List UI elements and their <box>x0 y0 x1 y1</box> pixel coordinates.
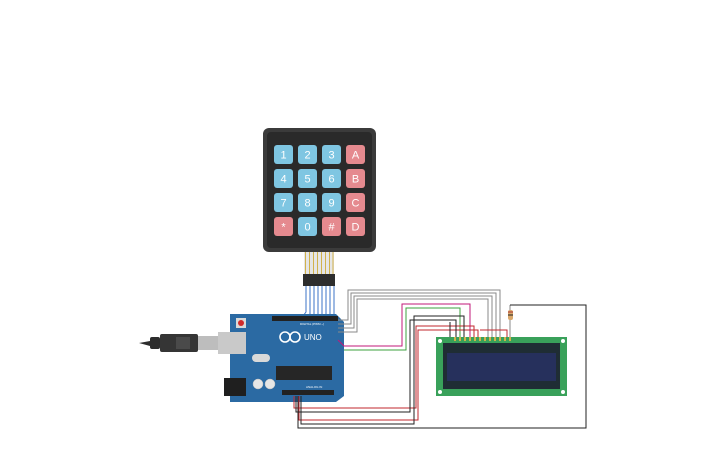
keypad-key[interactable] <box>274 145 293 164</box>
arduino-power-jack <box>224 378 246 396</box>
keypad-4x4[interactable]: 1 2 3 A 4 5 6 B 7 8 9 C * 0 # D <box>263 128 376 286</box>
reset-button[interactable] <box>238 320 244 326</box>
keypad-key[interactable] <box>298 169 317 188</box>
keypad-key-label: 2 <box>304 150 310 162</box>
keypad-key[interactable] <box>322 145 341 164</box>
keypad-key[interactable] <box>322 169 341 188</box>
keypad-ribbon-cable <box>303 252 335 286</box>
gray-signal-wires <box>338 289 501 337</box>
keypad-key[interactable] <box>346 217 365 236</box>
keypad-key-label: D <box>352 222 360 234</box>
keypad-key-label: C <box>352 198 360 210</box>
keypad-key-label: 7 <box>280 198 286 210</box>
keypad-keys: 1 2 3 A 4 5 6 B 7 8 9 C * 0 # D <box>274 145 365 236</box>
capacitor-1 <box>252 378 264 390</box>
keypad-key[interactable] <box>346 193 365 212</box>
usb-plug <box>198 336 218 350</box>
keypad-key-label: # <box>328 222 335 234</box>
keypad-key-label: 3 <box>328 150 334 162</box>
crystal-oscillator <box>252 354 270 362</box>
red-power-wires <box>293 325 508 421</box>
keypad-key-label: 6 <box>328 174 334 186</box>
keypad-connector <box>303 274 335 286</box>
green-wire <box>344 307 461 351</box>
keypad-key-label: 5 <box>304 174 310 186</box>
keypad-key-label: 1 <box>280 150 286 162</box>
analog-header <box>282 390 334 395</box>
digital-header-label: DIGITAL (PWM ~) <box>300 322 324 326</box>
arduino-uno-board[interactable]: UNO DIGITAL (PWM ~) ANALOG IN <box>218 314 344 402</box>
black-ground-wires <box>295 304 587 429</box>
keypad-face <box>267 132 372 248</box>
keypad-key[interactable] <box>322 193 341 212</box>
keypad-key[interactable] <box>346 145 365 164</box>
usb-cable[interactable] <box>139 334 218 352</box>
magenta-wire <box>337 303 471 347</box>
lcd-screen <box>447 353 556 381</box>
keypad-key-label: A <box>352 150 360 162</box>
keypad-key-label: 0 <box>304 222 310 234</box>
digital-header <box>272 316 338 321</box>
keypad-key-label: 9 <box>328 198 334 210</box>
capacitor-2 <box>264 378 276 390</box>
keypad-key-label: 4 <box>280 174 286 186</box>
analog-header-label: ANALOG IN <box>306 385 322 389</box>
keypad-key[interactable] <box>346 169 365 188</box>
arduino-logo <box>279 331 301 343</box>
keypad-key[interactable] <box>274 217 293 236</box>
lcd-header-pins <box>454 337 511 341</box>
keypad-key-label: * <box>281 222 286 234</box>
arduino-model-label: UNO <box>304 333 322 342</box>
keypad-key[interactable] <box>298 193 317 212</box>
resistor[interactable] <box>508 305 513 337</box>
keypad-key-label: 8 <box>304 198 310 210</box>
keypad-key[interactable] <box>274 169 293 188</box>
keypad-key[interactable] <box>322 217 341 236</box>
lcd-16x2[interactable] <box>436 337 567 396</box>
keypad-key[interactable] <box>274 193 293 212</box>
keypad-key-label: B <box>352 174 359 186</box>
keypad-key[interactable] <box>298 145 317 164</box>
arduino-pcb <box>230 314 344 402</box>
atmega-chip <box>276 366 332 380</box>
keypad-key[interactable] <box>298 217 317 236</box>
arduino-usb-jack <box>218 332 246 354</box>
